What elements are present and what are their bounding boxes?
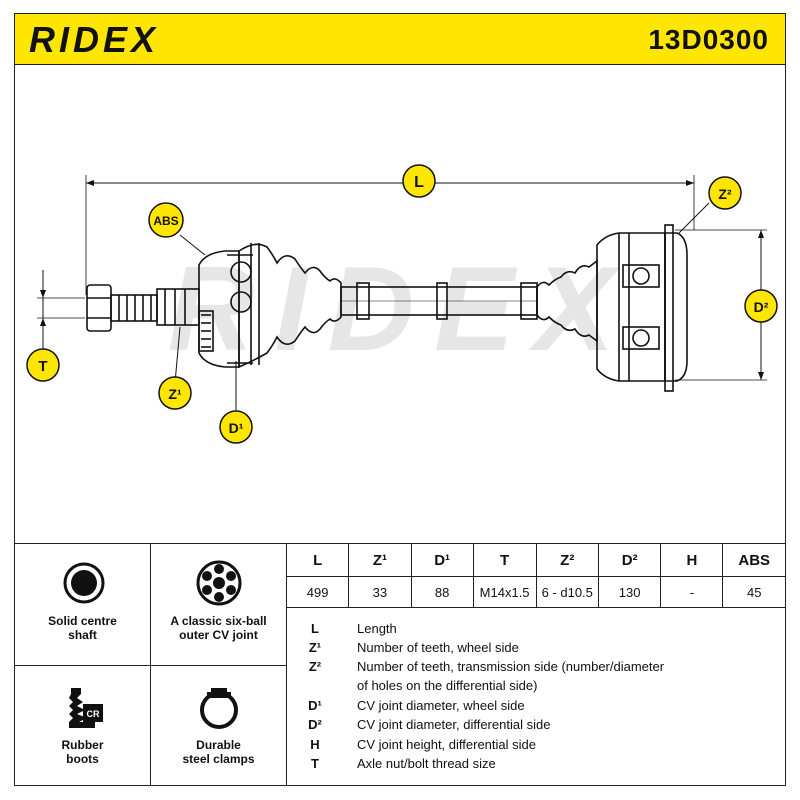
- label-Z1: Z¹: [158, 376, 192, 410]
- feature-label: Rubber boots: [61, 738, 104, 766]
- outer-rubber-boot: [238, 243, 342, 369]
- header-bar: RIDEX 13D0300: [14, 13, 786, 65]
- feature-steel-clamps: Durable steel clamps: [151, 666, 287, 785]
- legend-description: CV joint diameter, wheel side: [357, 698, 525, 713]
- drive-shaft-drawing: RIDEX: [26, 164, 778, 444]
- legend-description: of holes on the differential side): [357, 678, 538, 693]
- label-L: L: [402, 164, 436, 198]
- spec-header-Z1: Z¹: [348, 544, 412, 577]
- spec-header-D2: D²: [598, 544, 662, 577]
- spec-header-Z2: Z²: [536, 544, 599, 577]
- spec-value-H: -: [660, 576, 724, 608]
- specification-panel: Solid centre shaft A classic six-ball ou…: [14, 543, 786, 786]
- spec-table-header-row: L Z¹ D¹ T Z² D² H ABS: [287, 544, 785, 577]
- feature-six-ball-joint: A classic six-ball outer CV joint: [151, 544, 287, 666]
- spec-header-D1: D¹: [411, 544, 474, 577]
- technical-diagram: RIDEX: [14, 65, 786, 543]
- svg-text:D²: D²: [754, 299, 769, 315]
- label-ABS: ABS: [148, 202, 184, 238]
- spec-value-ABS: 45: [722, 576, 785, 608]
- legend-key: H: [310, 737, 320, 752]
- label-T: T: [26, 348, 60, 382]
- label-D1: D¹: [219, 410, 253, 444]
- legend-key: Z²: [308, 659, 322, 674]
- legend-key: T: [311, 756, 319, 771]
- rubber-boot-icon: CR: [69, 688, 103, 728]
- legend-key: L: [311, 621, 319, 636]
- six-ball-joint-icon: [196, 560, 242, 606]
- spec-header-L: L: [287, 544, 350, 577]
- svg-text:Z¹: Z¹: [168, 386, 182, 402]
- feature-solid-shaft: Solid centre shaft: [15, 544, 151, 666]
- legend-description: Length: [357, 621, 397, 636]
- solid-shaft-icon: [63, 562, 105, 604]
- legend-description: Number of teeth, wheel side: [357, 640, 519, 655]
- legend-key: Z¹: [308, 640, 322, 655]
- spec-table-value-row: 499 33 88 M14x1.5 6 - d10.5 130 - 45: [287, 576, 785, 608]
- spec-value-D2: 130: [598, 576, 662, 608]
- legend-description: CV joint diameter, differential side: [357, 717, 551, 732]
- axle-nut: [86, 284, 112, 332]
- legend-description: Number of teeth, transmission side (numb…: [357, 659, 665, 674]
- svg-text:CR: CR: [87, 709, 100, 719]
- spec-header-ABS: ABS: [722, 544, 785, 577]
- feature-rubber-boots: CR Rubber boots: [15, 666, 151, 785]
- steel-clamp-icon: [200, 688, 238, 729]
- svg-text:Z²: Z²: [718, 186, 732, 202]
- svg-text:ABS: ABS: [153, 214, 178, 228]
- legend-key: D¹: [308, 698, 322, 713]
- differential-flange: [664, 232, 688, 382]
- svg-text:T: T: [38, 358, 47, 375]
- spec-table: L Z¹ D¹ T Z² D² H ABS 499 33 88 M14x1.5 …: [287, 544, 785, 608]
- feature-label: Durable steel clamps: [182, 738, 255, 766]
- feature-label: Solid centre shaft: [48, 614, 117, 642]
- svg-text:L: L: [414, 174, 424, 191]
- watermark: RIDEX: [168, 242, 635, 376]
- part-number: 13D0300: [648, 24, 769, 55]
- label-Z2: Z²: [708, 176, 742, 210]
- spec-value-D1: 88: [411, 576, 474, 608]
- spec-value-Z2: 6 - d10.5: [536, 576, 599, 608]
- spec-value-T: M14x1.5: [473, 576, 537, 608]
- legend-description: CV joint height, differential side: [357, 737, 536, 752]
- brand-logo: RIDEX: [29, 19, 160, 60]
- feature-label: A classic six-ball outer CV joint: [170, 614, 267, 642]
- spec-value-Z1: 33: [348, 576, 412, 608]
- label-D2: D²: [744, 289, 778, 323]
- legend-key: D²: [308, 717, 322, 732]
- svg-text:D¹: D¹: [229, 420, 244, 436]
- spec-header-T: T: [473, 544, 537, 577]
- spec-header-H: H: [660, 544, 724, 577]
- spec-value-L: 499: [287, 576, 350, 608]
- legend-description: Axle nut/bolt thread size: [357, 756, 496, 771]
